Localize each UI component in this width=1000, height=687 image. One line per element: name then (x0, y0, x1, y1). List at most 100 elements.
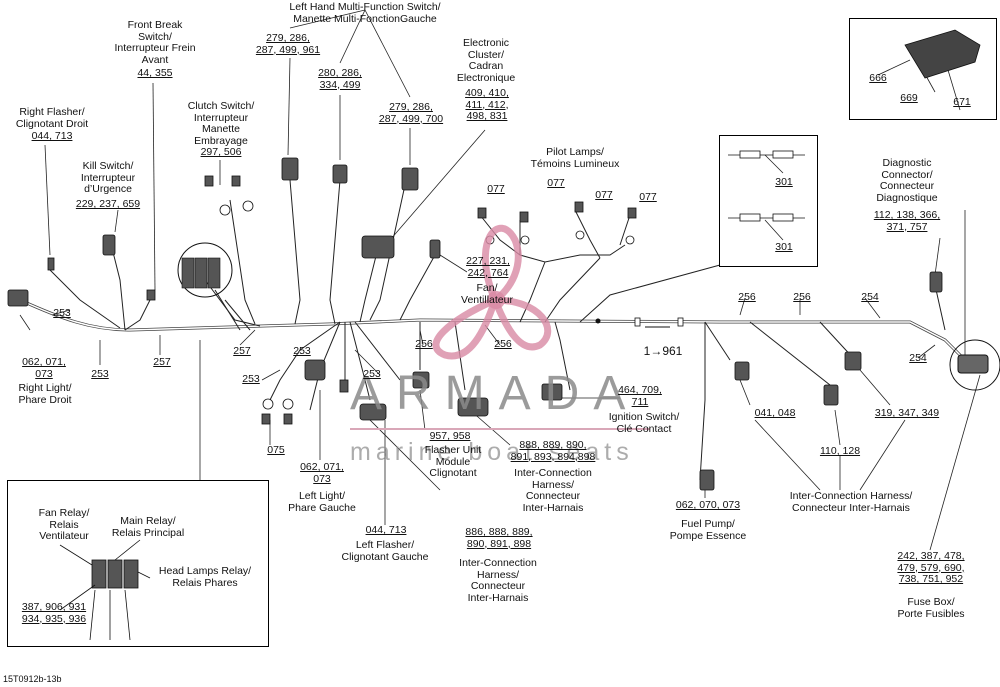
ich-mid-parts-line: 891, 893, 894,898 (510, 450, 596, 463)
fuse-box-label: Fuse Box/Porte Fusibles (888, 596, 974, 620)
fuse-box-parts-line: 242, 387, 478, (897, 550, 965, 562)
num-254-b: 254 (909, 352, 927, 364)
ich-right-label: Inter-Connection Harness/Connecteur Inte… (778, 490, 924, 514)
right-light-parts: 062, 071,073 (14, 356, 74, 380)
num-257-a: 257 (153, 356, 171, 368)
cluster-label-line: Cluster/ (467, 48, 505, 61)
ich-mid-label-line: Harness/ (531, 478, 574, 491)
relay-parts-line: 387, 906, 931 (21, 601, 87, 613)
right-light-parts-line: 062, 071, (22, 356, 66, 368)
left-flasher-parts: 044, 713 (356, 524, 416, 537)
left-flasher-parts-line: 044, 713 (365, 524, 407, 536)
front-brake-label-line: Interrupteur Frein (114, 42, 196, 54)
num-110: 110, 128 (819, 445, 861, 457)
num-077-c: 077 (595, 189, 613, 201)
num-253-b: 253 (91, 368, 109, 380)
ich-low-parts: 886, 888, 889,890, 891, 898 (454, 526, 544, 550)
lh-switch-label-line: Left Hand Multi-Function Switch/ (289, 1, 441, 13)
left-light-parts-line: 073 (313, 472, 331, 485)
ich-mid-label-line: Connecteur (525, 490, 581, 502)
ich-low-label-line: Inter-Harnais (467, 591, 529, 604)
drawing-reference: 15T0912b-13b (3, 674, 62, 684)
diag-label-line: Diagnostique (876, 191, 938, 204)
kill-switch-parts-line: 229, 237, 659 (75, 198, 141, 210)
diag-parts-line: 112, 138, 366, (873, 209, 941, 221)
kill-switch-parts: 229, 237, 659 (66, 198, 150, 211)
cluster-parts-line: 411, 412, (465, 98, 509, 111)
num-041: 041, 048 (754, 407, 796, 419)
num-077-a: 077 (487, 183, 505, 195)
pilot-lamps-label-line: Témoins Lumineux (530, 157, 620, 170)
lh-parts-a-line: 287, 499, 961 (255, 43, 321, 56)
clutch-parts: 297, 506 (188, 146, 254, 159)
cluster-label-line: Electronic (462, 37, 510, 49)
fan-relay-label-line: Relais (49, 518, 79, 531)
right-flasher-parts-line: 044, 713 (31, 130, 73, 142)
num-301-a: 301 (775, 176, 793, 188)
fuse-box-parts-line: 479, 579, 690, (897, 561, 965, 574)
front-brake-parts-line: 44, 355 (137, 67, 173, 79)
fan-label: Fan/Ventillateur (450, 282, 524, 306)
callout-961: 1→961 (643, 344, 683, 358)
ich-low-parts-line: 886, 888, 889, (465, 526, 533, 538)
fuse-box-label-line: Fuse Box/ (907, 596, 955, 608)
left-light-label-line: Phare Gauche (288, 501, 356, 514)
front-brake-label-line: Avant (141, 53, 169, 66)
fuel-pump-parts-line: 062, 070, 073 (675, 499, 741, 511)
num-253-c: 253 (293, 345, 311, 357)
fan-parts-line: 227, 231, (466, 255, 510, 267)
ich-low-label-line: Connecteur (470, 580, 526, 592)
main-relay-label-line: Main Relay/ (120, 515, 176, 527)
clutch-parts-line: 297, 506 (200, 146, 242, 158)
watermark-subtitle: marine boat seats (350, 438, 634, 466)
left-flasher-label-line: Clignotant Gauche (341, 550, 429, 563)
diag-label-line: Connector/ (881, 168, 933, 181)
num-253-a: 253 (53, 307, 71, 319)
diag-parts-line: 371, 757 (886, 220, 928, 233)
num-077-d: 077 (639, 191, 657, 203)
fuse-box-label-line: Porte Fusibles (897, 607, 965, 620)
fuel-pump-label: Fuel Pump/Pompe Essence (662, 518, 754, 542)
front-brake-label-line: Front Break (127, 19, 183, 31)
num-253-e: 253 (242, 373, 260, 385)
front-brake-parts: 44, 355 (120, 67, 190, 80)
watermark-logo: ARMADA (350, 367, 640, 420)
head-relay-label-line: Relais Phares (172, 576, 238, 589)
left-light-parts: 062, 071,073 (292, 461, 352, 485)
head-relay-label-line: Head Lamps Relay/ (158, 565, 252, 577)
fuel-pump-label-line: Fuel Pump/ (681, 518, 735, 530)
ich-mid-parts: 888, 889, 890,891, 893, 894,898 (503, 439, 603, 463)
flasher-unit-parts: 957, 958 (420, 430, 480, 443)
diag-label-line: Connecteur (879, 180, 935, 192)
fan-label-line: Fan/ (476, 282, 498, 294)
ich-low-parts-line: 890, 891, 898 (466, 537, 532, 550)
fuse-box-parts: 242, 387, 478,479, 579, 690,738, 751, 95… (888, 550, 974, 586)
fan-label-line: Ventillateur (461, 293, 513, 306)
diag-label-line: Diagnostic (882, 157, 932, 169)
num-075: 075 (267, 444, 285, 456)
ich-mid-label-line: Inter-Harnais (522, 501, 584, 514)
left-light-label: Left Light/Phare Gauche (280, 490, 364, 514)
left-flasher-label: Left Flasher/Clignotant Gauche (330, 539, 440, 563)
num-257-b: 257 (233, 345, 251, 357)
right-flasher-label-line: Right Flasher/ (19, 106, 85, 118)
num-301-b: 301 (775, 241, 793, 253)
connector-detail-box (849, 18, 997, 120)
fuel-pump-label-line: Pompe Essence (669, 529, 747, 542)
lh-parts-a: 279, 286,287, 499, 961 (248, 32, 328, 56)
fan-parts: 227, 231,242, 764 (460, 255, 516, 279)
clutch-label-line: Manette (202, 123, 240, 135)
fan-relay-label-line: Fan Relay/ (38, 507, 90, 519)
left-flasher-label-line: Left Flasher/ (355, 539, 415, 551)
cluster-label-line: Electronique (456, 71, 516, 84)
left-light-parts-line: 062, 071, (300, 461, 344, 473)
lh-parts-b: 280, 286,334, 499 (312, 67, 368, 91)
lh-parts-c-line: 279, 286, (389, 101, 433, 113)
